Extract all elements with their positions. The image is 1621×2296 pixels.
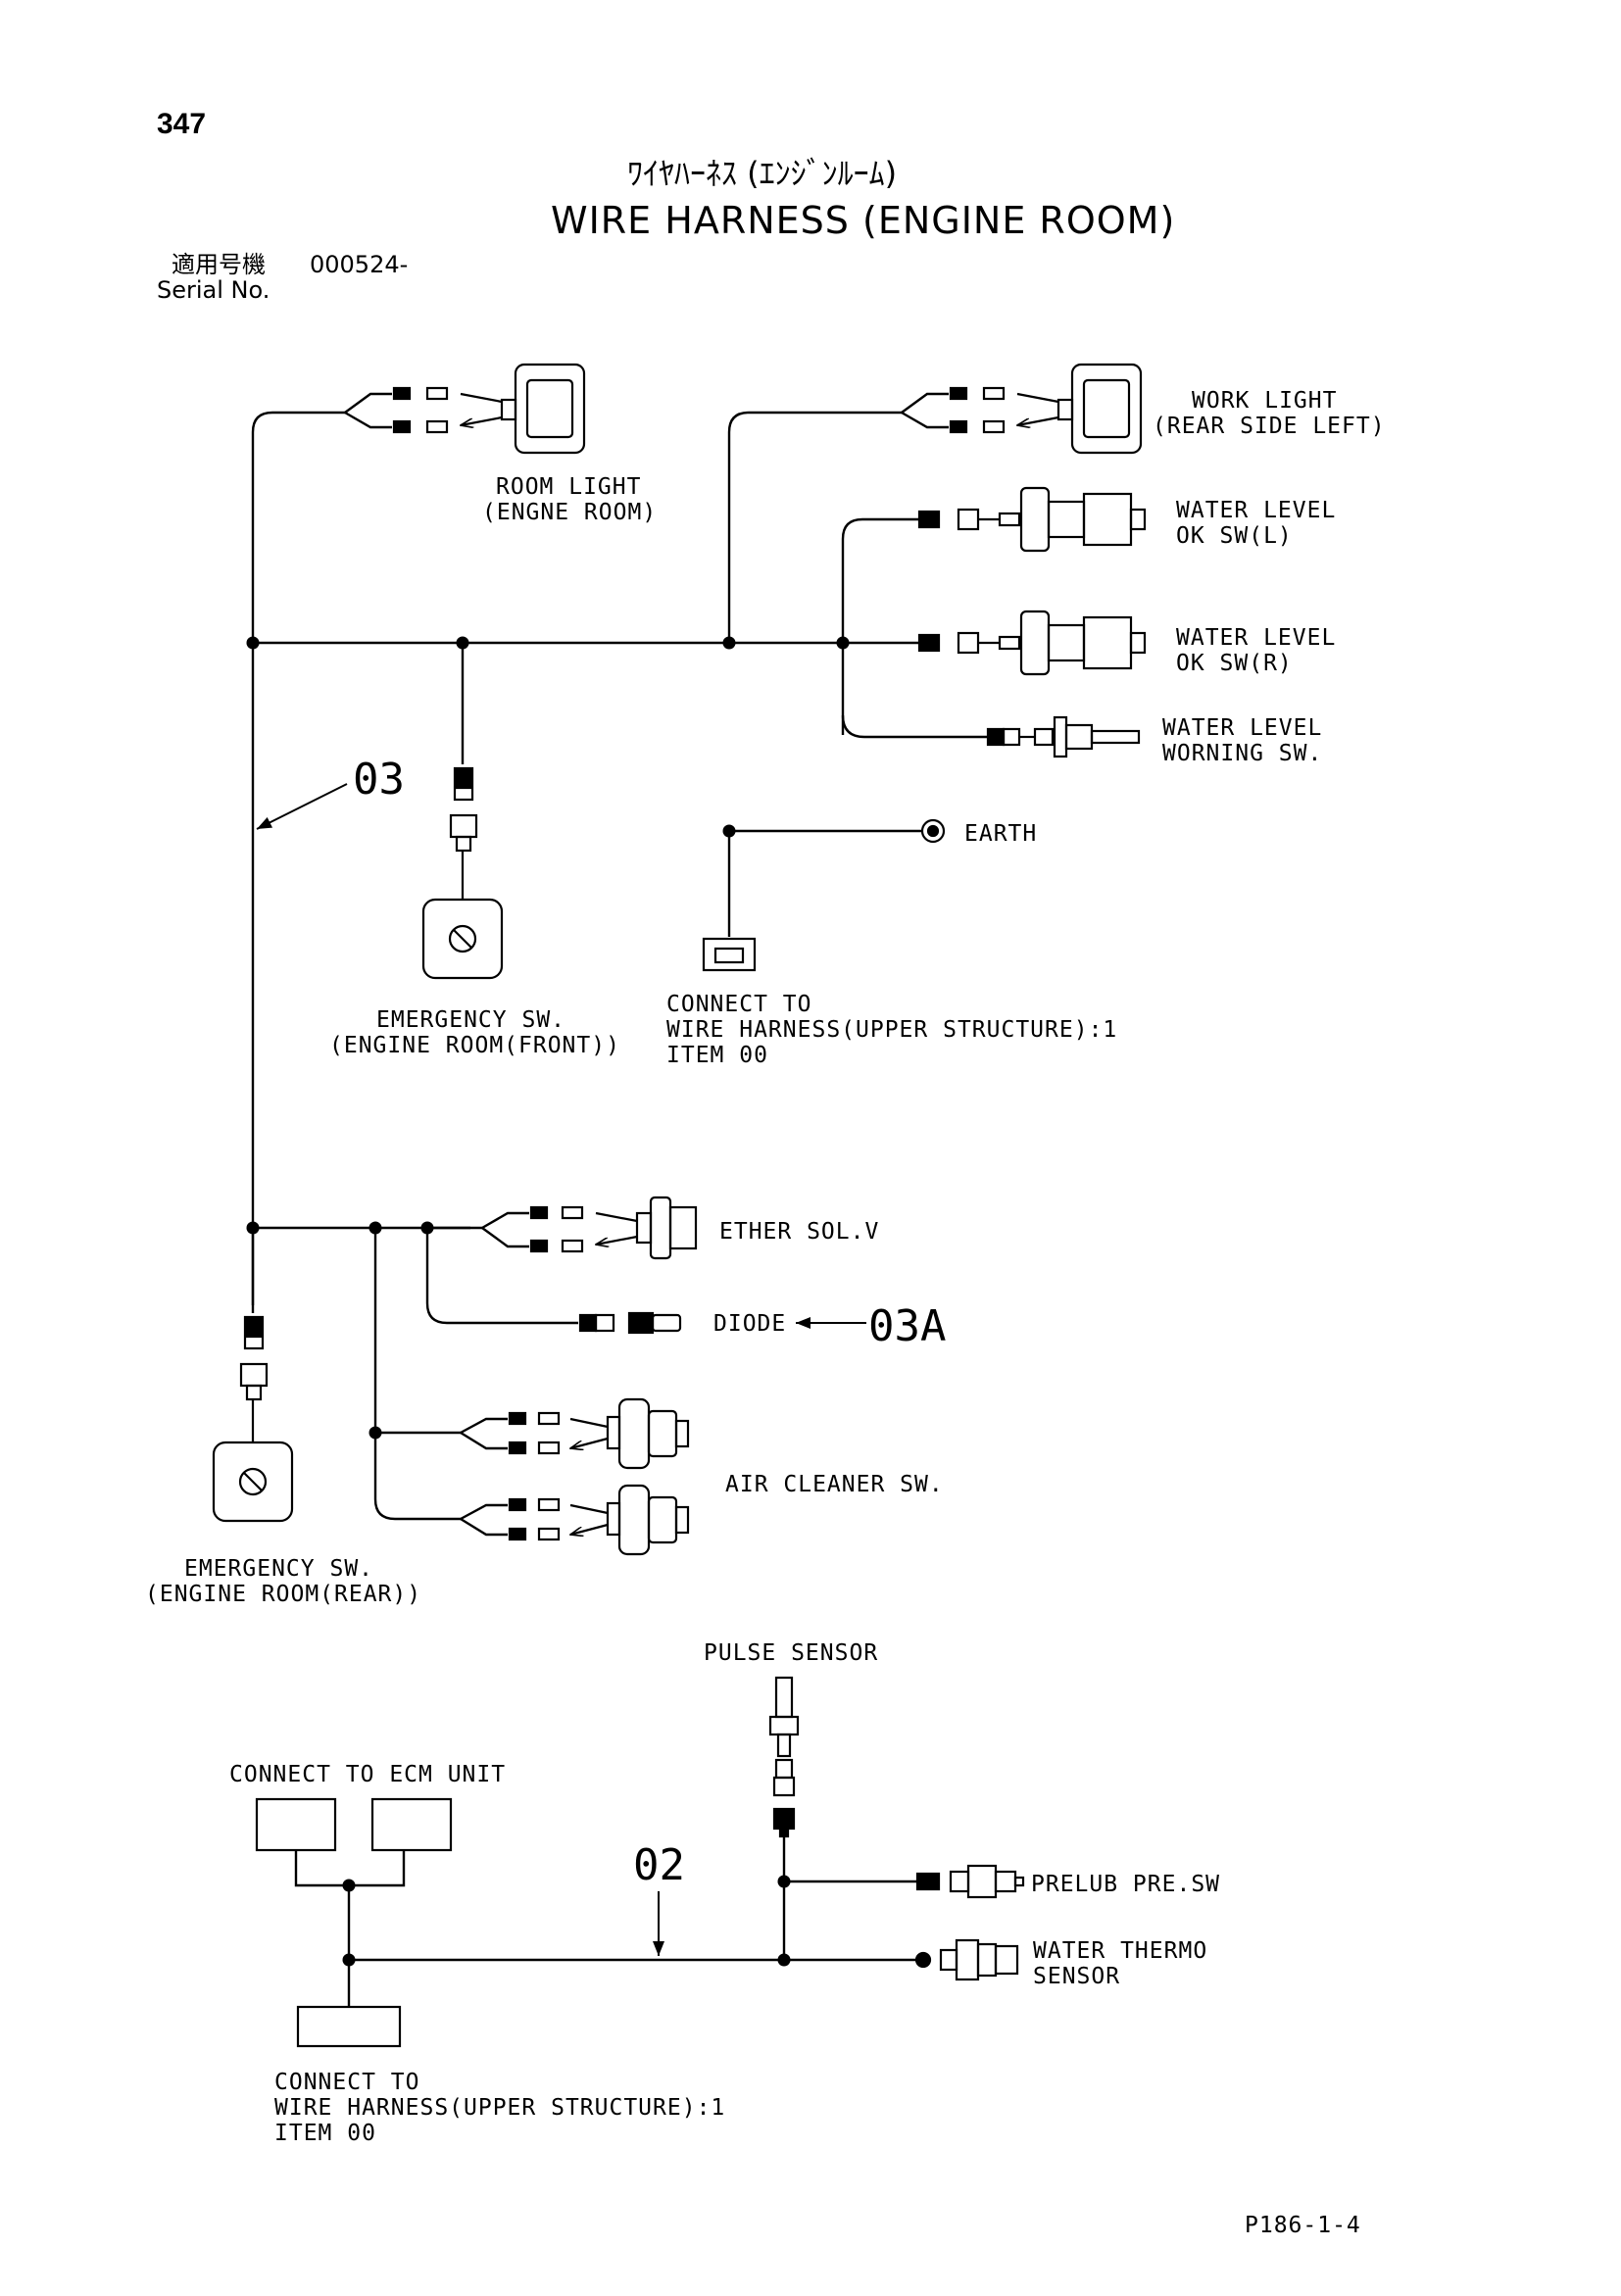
wire-air-cleaner-bus — [373, 1228, 461, 1521]
wire-trunk-left — [251, 411, 345, 1305]
fork-ether — [481, 1211, 529, 1248]
junction-dot — [342, 1879, 356, 1892]
ether-solenoid-symbol — [529, 1196, 698, 1260]
label-work-light-location: (REAR SIDE LEFT) — [1153, 414, 1386, 439]
fork-work-light — [901, 392, 949, 429]
ecm-connector-left — [255, 1797, 337, 1852]
page-number: 347 — [157, 108, 206, 140]
label-water-level-l: WATER LEVEL — [1176, 498, 1336, 523]
junction-dot — [246, 1221, 260, 1235]
prelub-pressure-switch-symbol — [915, 1864, 1025, 1899]
label-water-warning-sw: WORNING SW. — [1162, 741, 1322, 766]
label-connect-upper-harness: WIRE HARNESS(UPPER STRUCTURE):1 — [666, 1017, 1117, 1043]
fork-air-cleaner-2 — [460, 1503, 508, 1537]
label-diode: DIODE — [713, 1311, 786, 1337]
serial-label-en: Serial No. — [157, 276, 270, 304]
title-japanese: ﾜｲﾔﾊｰﾈｽ (ｴﾝｼﾞﾝﾙｰﾑ) — [627, 155, 897, 192]
junction-dot — [777, 1953, 791, 1967]
label-work-light: WORK LIGHT — [1192, 388, 1337, 414]
junction-dot — [836, 636, 850, 650]
junction-dot — [777, 1875, 791, 1888]
label-emergency-front-location: (ENGINE ROOM(FRONT)) — [329, 1033, 620, 1058]
label-connect-upper-bottom: CONNECT TO — [274, 2070, 419, 2095]
label-connect-ecm: CONNECT TO ECM UNIT — [229, 1762, 506, 1787]
callout-03: 03 — [353, 755, 405, 805]
label-connect-upper-item: ITEM 00 — [666, 1043, 768, 1068]
label-room-light: ROOM LIGHT — [496, 474, 641, 500]
label-room-light-location: (ENGNE ROOM) — [482, 500, 657, 525]
junction-dot — [420, 1221, 434, 1235]
label-water-thermo-sensor: SENSOR — [1033, 1964, 1120, 1989]
junction-dot — [246, 636, 260, 650]
fork-air-cleaner-1 — [460, 1417, 508, 1450]
label-emergency-front: EMERGENCY SW. — [376, 1007, 565, 1033]
wire-diode-branch — [425, 1228, 578, 1325]
label-air-cleaner: AIR CLEANER SW. — [725, 1472, 944, 1497]
water-level-switch-r-symbol — [917, 610, 1147, 676]
label-water-thermo: WATER THERMO — [1033, 1938, 1207, 1964]
label-water-warning: WATER LEVEL — [1162, 715, 1322, 741]
junction-dot — [368, 1426, 382, 1440]
water-level-warning-switch-symbol — [986, 715, 1141, 758]
air-cleaner-switch-1-symbol — [508, 1397, 690, 1470]
connector-upper-structure-bottom — [296, 2005, 402, 2048]
label-water-level-r-sw: OK SW(R) — [1176, 651, 1293, 676]
serial-value: 000524- — [310, 251, 408, 278]
title-english: WIRE HARNESS (ENGINE ROOM) — [551, 199, 1175, 242]
earth-terminal-symbol — [920, 818, 946, 844]
junction-dot — [456, 636, 469, 650]
wire-water-bus — [841, 517, 919, 735]
work-light-symbol — [949, 363, 1143, 455]
label-connect-upper-bottom-item: ITEM 00 — [274, 2121, 376, 2146]
ecm-connector-right — [370, 1797, 453, 1852]
label-earth: EARTH — [964, 821, 1037, 847]
connector-upper-structure-symbol — [702, 937, 757, 972]
water-thermo-sensor-symbol — [914, 1938, 1019, 1981]
serial-label-jp: 適用号機 — [172, 251, 266, 278]
label-connect-upper-bottom-harness: WIRE HARNESS(UPPER STRUCTURE):1 — [274, 2095, 725, 2121]
label-emergency-rear-location: (ENGINE ROOM(REAR)) — [145, 1582, 421, 1607]
water-level-switch-l-symbol — [917, 486, 1147, 553]
air-cleaner-switch-2-symbol — [508, 1484, 690, 1556]
label-ether-solenoid: ETHER SOL.V — [719, 1219, 879, 1245]
pulse-sensor-symbol — [768, 1676, 800, 1838]
junction-dot — [722, 824, 736, 838]
label-water-level-r: WATER LEVEL — [1176, 625, 1336, 651]
label-pulse-sensor: PULSE SENSOR — [704, 1640, 878, 1666]
label-connect-upper: CONNECT TO — [666, 992, 811, 1017]
wire-trunk-right — [727, 411, 902, 647]
emergency-switch-front-symbol — [421, 766, 504, 980]
wire-water-warning — [841, 714, 988, 739]
footer-code: P186-1-4 — [1245, 2213, 1361, 2238]
label-water-level-l-sw: OK SW(L) — [1176, 523, 1293, 549]
diode-symbol — [578, 1311, 682, 1335]
fork-room-light — [344, 392, 392, 429]
callout-03a: 03A — [868, 1301, 946, 1351]
callout-03-leader — [256, 783, 348, 830]
junction-dot — [722, 636, 736, 650]
label-prelub: PRELUB PRE.SW — [1031, 1872, 1220, 1897]
callout-02: 02 — [633, 1840, 685, 1890]
junction-dot — [368, 1221, 382, 1235]
room-light-symbol — [392, 363, 586, 455]
emergency-switch-rear-symbol — [212, 1315, 294, 1523]
label-emergency-rear: EMERGENCY SW. — [184, 1556, 373, 1582]
junction-dot — [342, 1953, 356, 1967]
